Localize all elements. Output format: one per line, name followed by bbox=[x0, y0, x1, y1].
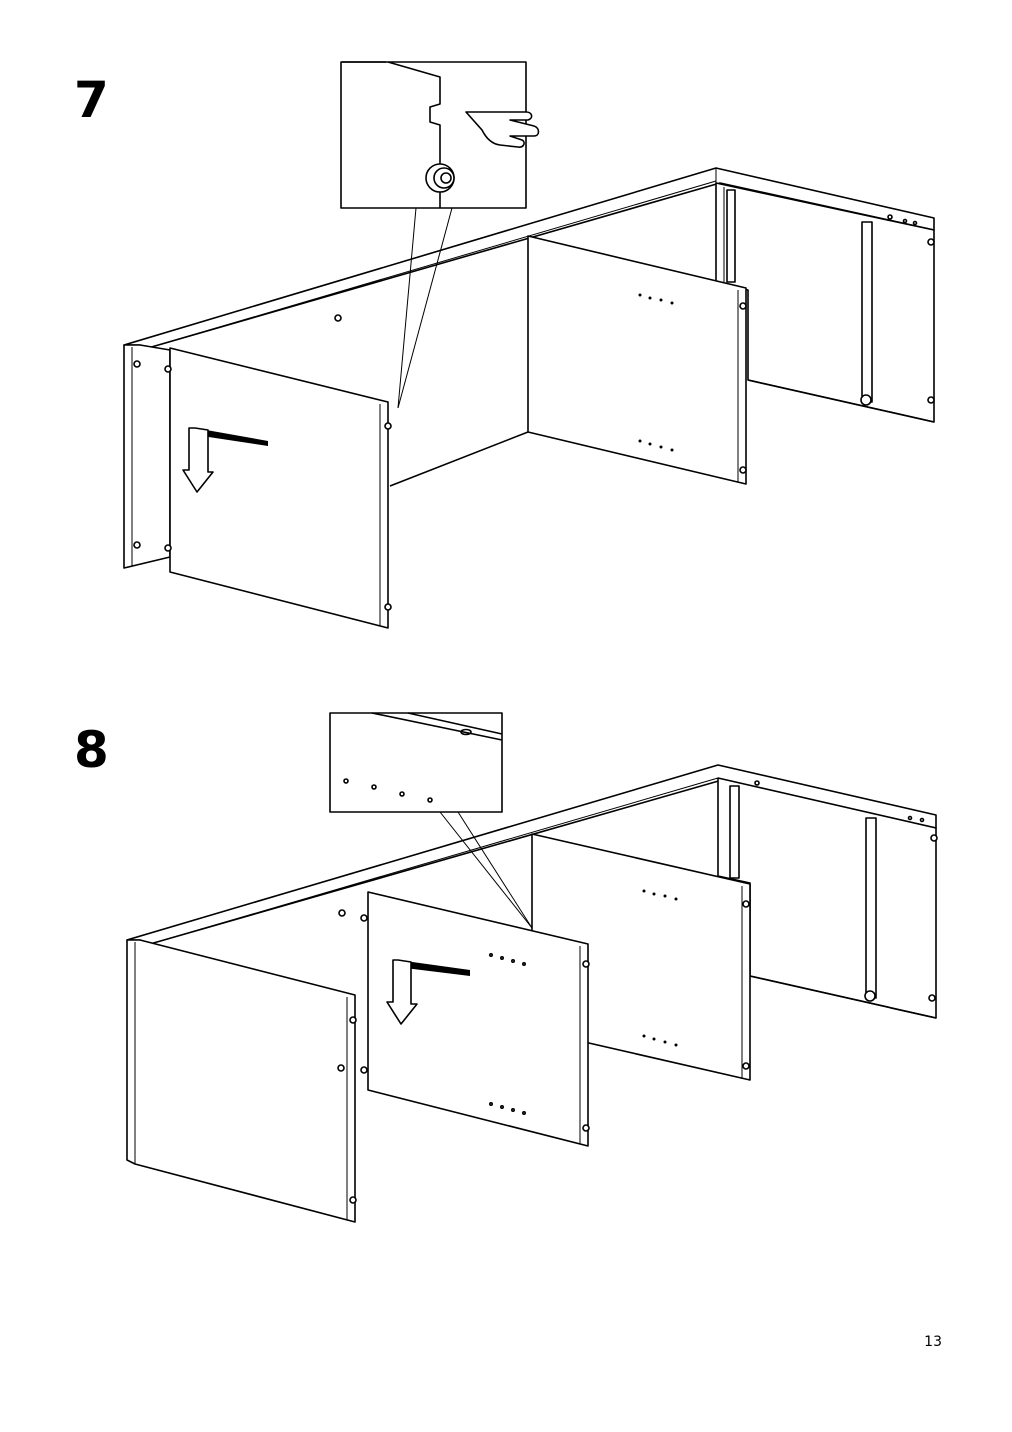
middle-door-panel bbox=[527, 235, 747, 485]
hole-row bbox=[642, 889, 678, 1047]
arrow-shadow bbox=[398, 960, 470, 976]
front-door-panel bbox=[367, 891, 589, 1147]
pointing-hand-icon bbox=[465, 111, 540, 148]
hinge-rail-right bbox=[865, 817, 877, 999]
page-number: 13 bbox=[924, 1334, 942, 1350]
left-end-panel bbox=[126, 939, 356, 1223]
down-arrow-icon bbox=[182, 427, 214, 493]
step-7-illustration bbox=[123, 61, 935, 629]
detail-callout bbox=[329, 712, 503, 813]
front-door-panel bbox=[169, 347, 389, 629]
down-arrow-icon bbox=[386, 959, 418, 1025]
hinge-rail-left bbox=[726, 189, 736, 283]
step-number-7: 7 bbox=[74, 71, 109, 129]
step-number-8: 8 bbox=[74, 721, 109, 779]
hinge-rail-left bbox=[729, 785, 740, 879]
hole-row bbox=[488, 952, 526, 1116]
arrow-shadow bbox=[195, 428, 268, 446]
hole-row bbox=[638, 293, 674, 452]
